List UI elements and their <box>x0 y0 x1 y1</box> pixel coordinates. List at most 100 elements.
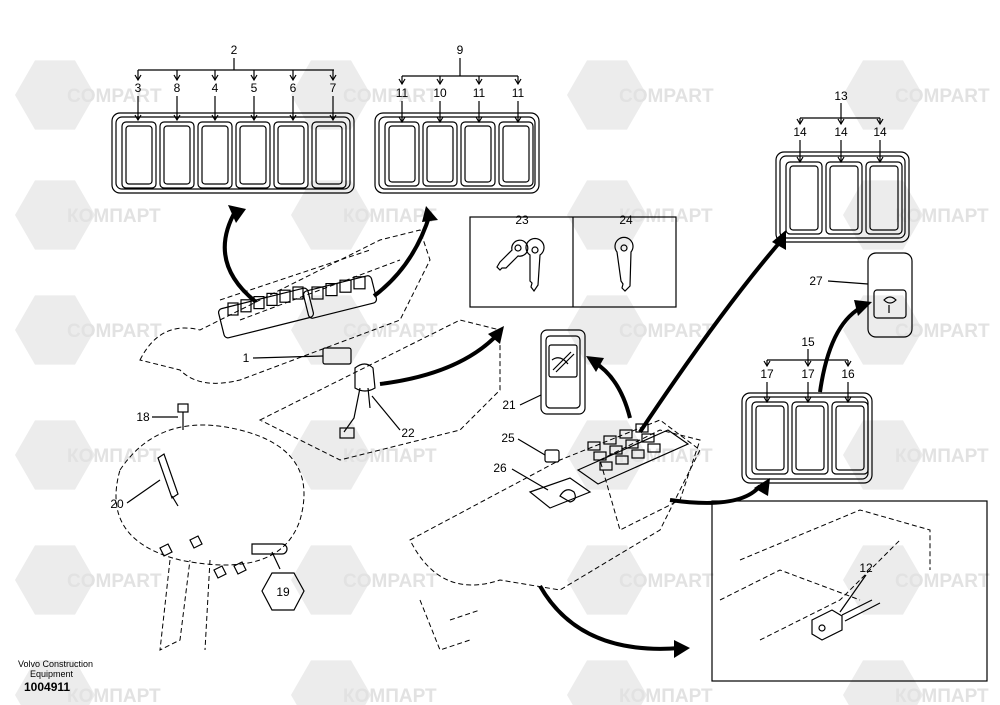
key-24-icon <box>614 236 634 292</box>
console-switch-slot <box>615 455 629 465</box>
switch-rocker <box>273 121 309 189</box>
switch-rocker-face <box>464 125 492 183</box>
watermark-tile: COMPART <box>843 60 990 130</box>
tick-arrowhead <box>837 118 845 126</box>
watermark-text: КОМПАРТ <box>343 446 437 467</box>
callout-13-bracket <box>796 103 884 164</box>
console-switch-slot <box>599 461 613 471</box>
tick-arrowhead <box>398 116 406 124</box>
tick-arrowhead <box>514 78 522 86</box>
console-switch-slot <box>647 443 661 453</box>
callout-23: 23 <box>515 213 529 227</box>
switch-rocker <box>785 161 823 235</box>
watermark-text: КОМПАРТ <box>619 446 713 467</box>
callout-13: 13 <box>834 89 848 103</box>
switch-rocker-face <box>795 405 825 471</box>
key-pair-23-icon <box>496 237 545 293</box>
switch-rocker <box>865 161 903 235</box>
switch-panel-4-switches <box>374 112 540 194</box>
switch-rocker-face <box>835 405 865 471</box>
tick-arrowhead <box>796 118 804 126</box>
watermark-tile: КОМПАРТ <box>15 660 161 705</box>
tick-arrowhead <box>475 116 483 124</box>
callout-11-c: 11 <box>512 86 525 100</box>
watermark-layer: COMPART COMPART COMPART COMPART КОМПАРТ КОМПА… <box>15 60 990 705</box>
switch-rocker-face <box>829 165 859 231</box>
callout-17-a: 17 <box>760 367 774 381</box>
console-switch-slot <box>227 302 239 316</box>
tick-arrowhead <box>211 74 219 82</box>
callout-11-a: 11 <box>396 86 409 100</box>
switch-rocker <box>825 161 863 235</box>
lever-switch-19 <box>159 535 288 579</box>
callout-25: 25 <box>501 431 515 445</box>
switch-panel-3-switches-upper <box>775 151 910 243</box>
console-switch-slot <box>641 433 655 443</box>
switch-rocker <box>498 121 534 187</box>
tick-arrowhead <box>763 360 771 368</box>
console-switch-slot <box>240 299 252 313</box>
tick-arrowhead <box>804 360 812 368</box>
watermark-tile: КОМПАРТ <box>843 660 989 705</box>
leader-lines <box>126 280 869 613</box>
tick-arrowhead <box>475 78 483 86</box>
watermark-tile: КОМПАРТ <box>567 660 713 705</box>
detail-box-12 <box>711 500 988 682</box>
callout-16: 16 <box>841 367 855 381</box>
tick-arrowhead <box>211 114 219 122</box>
watermark-text: КОМПАРТ <box>895 686 989 705</box>
callout-26: 26 <box>493 461 507 475</box>
callout-15: 15 <box>801 335 815 349</box>
watermark-tile: КОМПАРТ <box>15 420 161 490</box>
cab-console-outline <box>115 229 701 651</box>
tick-arrowhead <box>804 396 812 404</box>
tick-arrowhead <box>134 114 142 122</box>
switch-rocker <box>311 121 347 189</box>
callout-21: 21 <box>502 398 516 412</box>
switch-rocker <box>422 121 458 187</box>
watermark-text: КОМПАРТ <box>67 206 161 227</box>
switch-rocker <box>384 121 420 187</box>
switch-rocker <box>460 121 496 187</box>
watermark-tile: COMPART <box>15 295 162 365</box>
watermark-tile: COMPART <box>843 295 990 365</box>
tick-arrowhead <box>837 156 845 164</box>
switch-rocker-face <box>502 125 530 183</box>
watermark-text: COMPART <box>343 571 438 592</box>
watermark-text: COMPART <box>895 571 990 592</box>
leader-arrows <box>222 205 872 658</box>
watermark-tile: COMPART <box>567 295 714 365</box>
switch-rocker-face <box>125 125 153 185</box>
maker-line-2: Equipment <box>30 669 74 679</box>
rocker-switch-21 <box>540 329 586 415</box>
tick-arrowhead <box>250 114 258 122</box>
switch-rocker <box>751 401 789 475</box>
switch-rocker <box>121 121 157 189</box>
callout-3: 3 <box>135 81 142 95</box>
callout-2: 2 <box>231 43 238 57</box>
switch-rocker-face <box>315 125 343 185</box>
switch-rocker-face <box>426 125 454 183</box>
watermark-tile: COMPART <box>291 295 438 365</box>
maker-line-1: Volvo Construction <box>18 659 94 669</box>
callout-4: 4 <box>212 81 219 95</box>
callout-19-hexagon <box>261 572 305 611</box>
keys-box <box>469 216 677 308</box>
callout-9-bracket <box>398 58 522 124</box>
watermark-tile: COMPART <box>567 545 714 615</box>
document-number: 1004911 <box>24 680 71 694</box>
callout-10: 10 <box>433 86 447 100</box>
switch-rocker <box>197 121 233 189</box>
watermark-tile: КОМПАРТ <box>15 180 161 250</box>
watermark-text: КОМПАРТ <box>895 446 989 467</box>
tick-arrowhead <box>436 78 444 86</box>
switch-rocker-face <box>388 125 416 183</box>
watermark-text: COMPART <box>895 86 990 107</box>
console-switch-slot <box>325 283 338 297</box>
callout-14-c: 14 <box>873 125 887 139</box>
tick-arrowhead <box>289 74 297 82</box>
switch-rocker-face <box>755 405 785 471</box>
console-switch-slot <box>339 279 352 293</box>
callout-15-bracket <box>763 349 852 404</box>
